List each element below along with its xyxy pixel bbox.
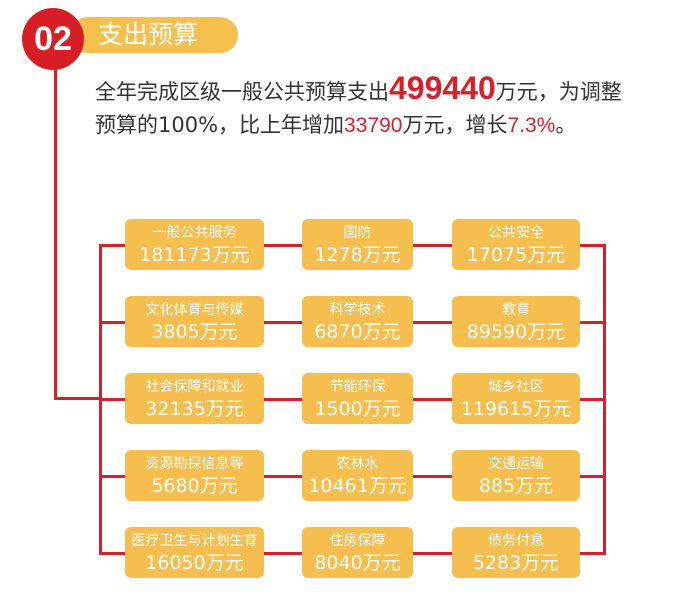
item-name: 科学技术 (329, 302, 386, 318)
item-name: 国防 (343, 225, 372, 241)
increase-amount: 33790 (344, 114, 403, 137)
item-name: 债务付息 (488, 533, 544, 549)
item-name: 文化体育与传媒 (145, 302, 244, 318)
budget-item: 住房保障 8040万元 (302, 527, 413, 578)
connector-line (54, 60, 57, 400)
item-name: 农林水 (336, 456, 379, 472)
intro-part: 全年完成区级一般公共预算支出 (95, 80, 389, 104)
budget-item: 一般公共服务 181173万元 (125, 219, 264, 270)
item-value: 5680万元 (151, 475, 238, 497)
item-value: 119615万元 (460, 398, 572, 420)
item-name: 城乡社区 (488, 379, 544, 395)
item-value: 1500万元 (314, 398, 401, 420)
item-value: 10461万元 (308, 475, 407, 497)
budget-item: 国防 1278万元 (302, 219, 413, 270)
section-number-badge: 02 (22, 8, 84, 70)
item-name: 交通运输 (488, 456, 544, 472)
item-value: 885万元 (478, 475, 554, 497)
item-value: 32135万元 (145, 398, 244, 420)
item-value: 3805万元 (151, 321, 238, 343)
item-value: 5283万元 (472, 552, 560, 574)
budget-item: 医疗卫生与计划生育 16050万元 (125, 527, 264, 578)
total-amount: 499440 (389, 70, 496, 106)
item-name: 医疗卫生与计划生育 (131, 533, 258, 549)
budget-item: 文化体育与传媒 3805万元 (125, 296, 264, 347)
intro-part: 万元，增长 (402, 113, 508, 137)
item-value: 1278万元 (314, 244, 401, 266)
budget-item: 教育 89590万元 (452, 296, 580, 347)
growth-rate: 7.3% (507, 114, 556, 137)
intro-part: 万元，为调整预算的100%，比上年增加 (95, 80, 622, 137)
item-name: 节能环保 (329, 379, 386, 395)
budget-item: 科学技术 6870万元 (302, 296, 413, 347)
section-title: 支出预算 (70, 17, 238, 53)
budget-item: 农林水 10461万元 (302, 450, 413, 501)
item-value: 17075万元 (466, 244, 566, 266)
budget-item: 资源勘探信息等 5680万元 (125, 450, 264, 501)
item-value: 8040万元 (314, 552, 401, 574)
budget-item: 公共安全 17075万元 (452, 219, 580, 270)
budget-item: 社会保障和就业 32135万元 (125, 373, 264, 424)
connector-line (54, 397, 101, 400)
item-value: 6870万元 (314, 321, 401, 343)
item-name: 一般公共服务 (152, 225, 237, 241)
budget-item: 债务付息 5283万元 (452, 527, 580, 578)
intro-text: 全年完成区级一般公共预算支出499440万元，为调整预算的100%，比上年增加3… (95, 72, 635, 142)
item-name: 教育 (502, 302, 530, 318)
item-name: 公共安全 (488, 225, 544, 241)
budget-item: 城乡社区 119615万元 (452, 373, 580, 424)
item-name: 社会保障和就业 (145, 379, 244, 395)
item-value: 181173万元 (139, 244, 250, 266)
item-value: 16050万元 (145, 552, 244, 574)
item-name: 资源勘探信息等 (145, 456, 244, 472)
item-value: 89590万元 (466, 321, 566, 343)
budget-item: 交通运输 885万元 (452, 450, 580, 501)
item-name: 住房保障 (329, 533, 386, 549)
intro-part: 。 (555, 113, 577, 137)
budget-item: 节能环保 1500万元 (302, 373, 413, 424)
